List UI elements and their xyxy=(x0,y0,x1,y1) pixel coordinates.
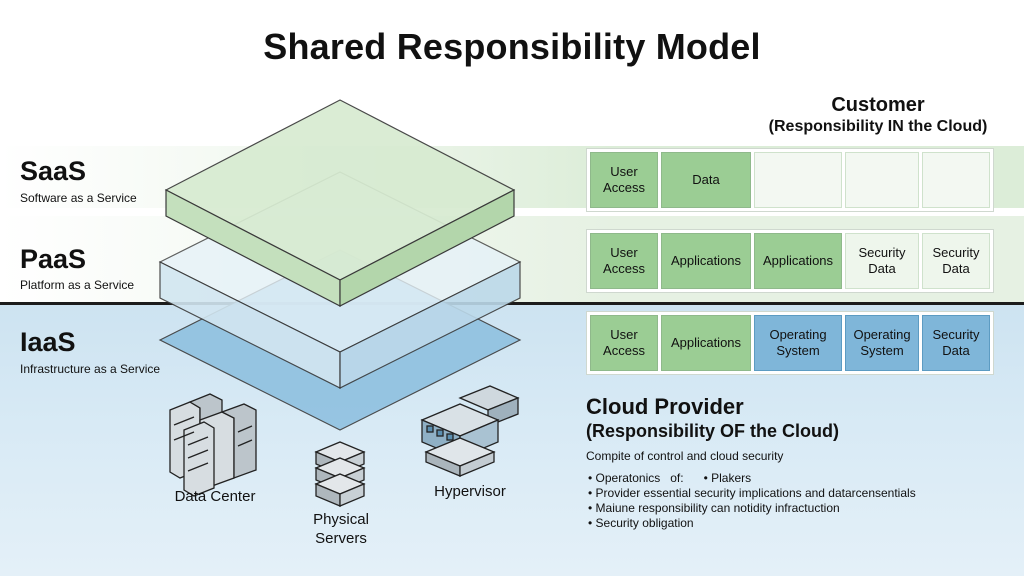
paas-layer-right-side xyxy=(339,261,521,389)
row-cell: Operating System xyxy=(845,315,919,371)
list-item: • Maiune responsibility can notidity inf… xyxy=(588,501,840,515)
saas-label: SaaS xyxy=(20,156,87,186)
hypervisor-icon xyxy=(420,385,520,477)
hypervisor-label: Hypervisor xyxy=(434,483,506,500)
iaas-label: IaaS xyxy=(20,327,76,357)
saas-layer-right-side xyxy=(339,189,515,307)
cloud-provider-description: Compite of control and cloud security xyxy=(586,449,784,463)
responsibility-divider xyxy=(0,302,1024,305)
row-cell xyxy=(922,152,990,208)
saas-responsibility-row: User Access Data xyxy=(586,148,994,212)
paas-description: Platform as a Service xyxy=(20,278,135,292)
iaas-description: Infrastructure as a Service xyxy=(20,362,161,376)
physical-servers-icon xyxy=(314,441,366,507)
row-cell: User Access xyxy=(590,233,658,289)
cloud-provider-bullets: • Operatonics of: • Plakers • Provider e… xyxy=(588,471,916,531)
row-cell: User Access xyxy=(590,152,658,208)
row-cell: Applications xyxy=(661,315,751,371)
row-cell xyxy=(845,152,919,208)
row-cell: Operating System xyxy=(754,315,842,371)
physical-servers-label: Physical Servers xyxy=(313,511,369,547)
saas-description: Software as a Service xyxy=(20,191,137,205)
customer-title: Customer xyxy=(831,94,925,116)
row-cell: Applications xyxy=(661,233,751,289)
header-background xyxy=(0,0,1024,146)
row-cell: Applications xyxy=(754,233,842,289)
row-cell: User Access xyxy=(590,315,658,371)
paas-label: PaaS xyxy=(20,244,87,274)
customer-subtitle: (Responsibility IN the Cloud) xyxy=(768,118,988,135)
data-center-icon xyxy=(169,393,257,497)
row-cell xyxy=(754,152,842,208)
row-cell: Security Data xyxy=(845,233,919,289)
row-cell: Security Data xyxy=(922,315,990,371)
list-item: • Operatonics of: • Plakers xyxy=(588,471,752,485)
row-cell: Data xyxy=(661,152,751,208)
page-title: Shared Responsibility Model xyxy=(263,26,761,67)
paas-responsibility-row: User Access Applications Applications Se… xyxy=(586,229,994,293)
row-cell: Security Data xyxy=(922,233,990,289)
cloud-provider-subtitle: (Responsibility OF the Cloud) xyxy=(586,421,839,441)
list-item: • Security obligation xyxy=(588,516,694,530)
iaas-responsibility-row: User Access Applications Operating Syste… xyxy=(586,311,994,375)
cloud-provider-title: Cloud Provider xyxy=(586,394,744,419)
data-center-label: Data Center xyxy=(174,488,256,505)
list-item: • Provider essential security implicatio… xyxy=(588,486,916,500)
